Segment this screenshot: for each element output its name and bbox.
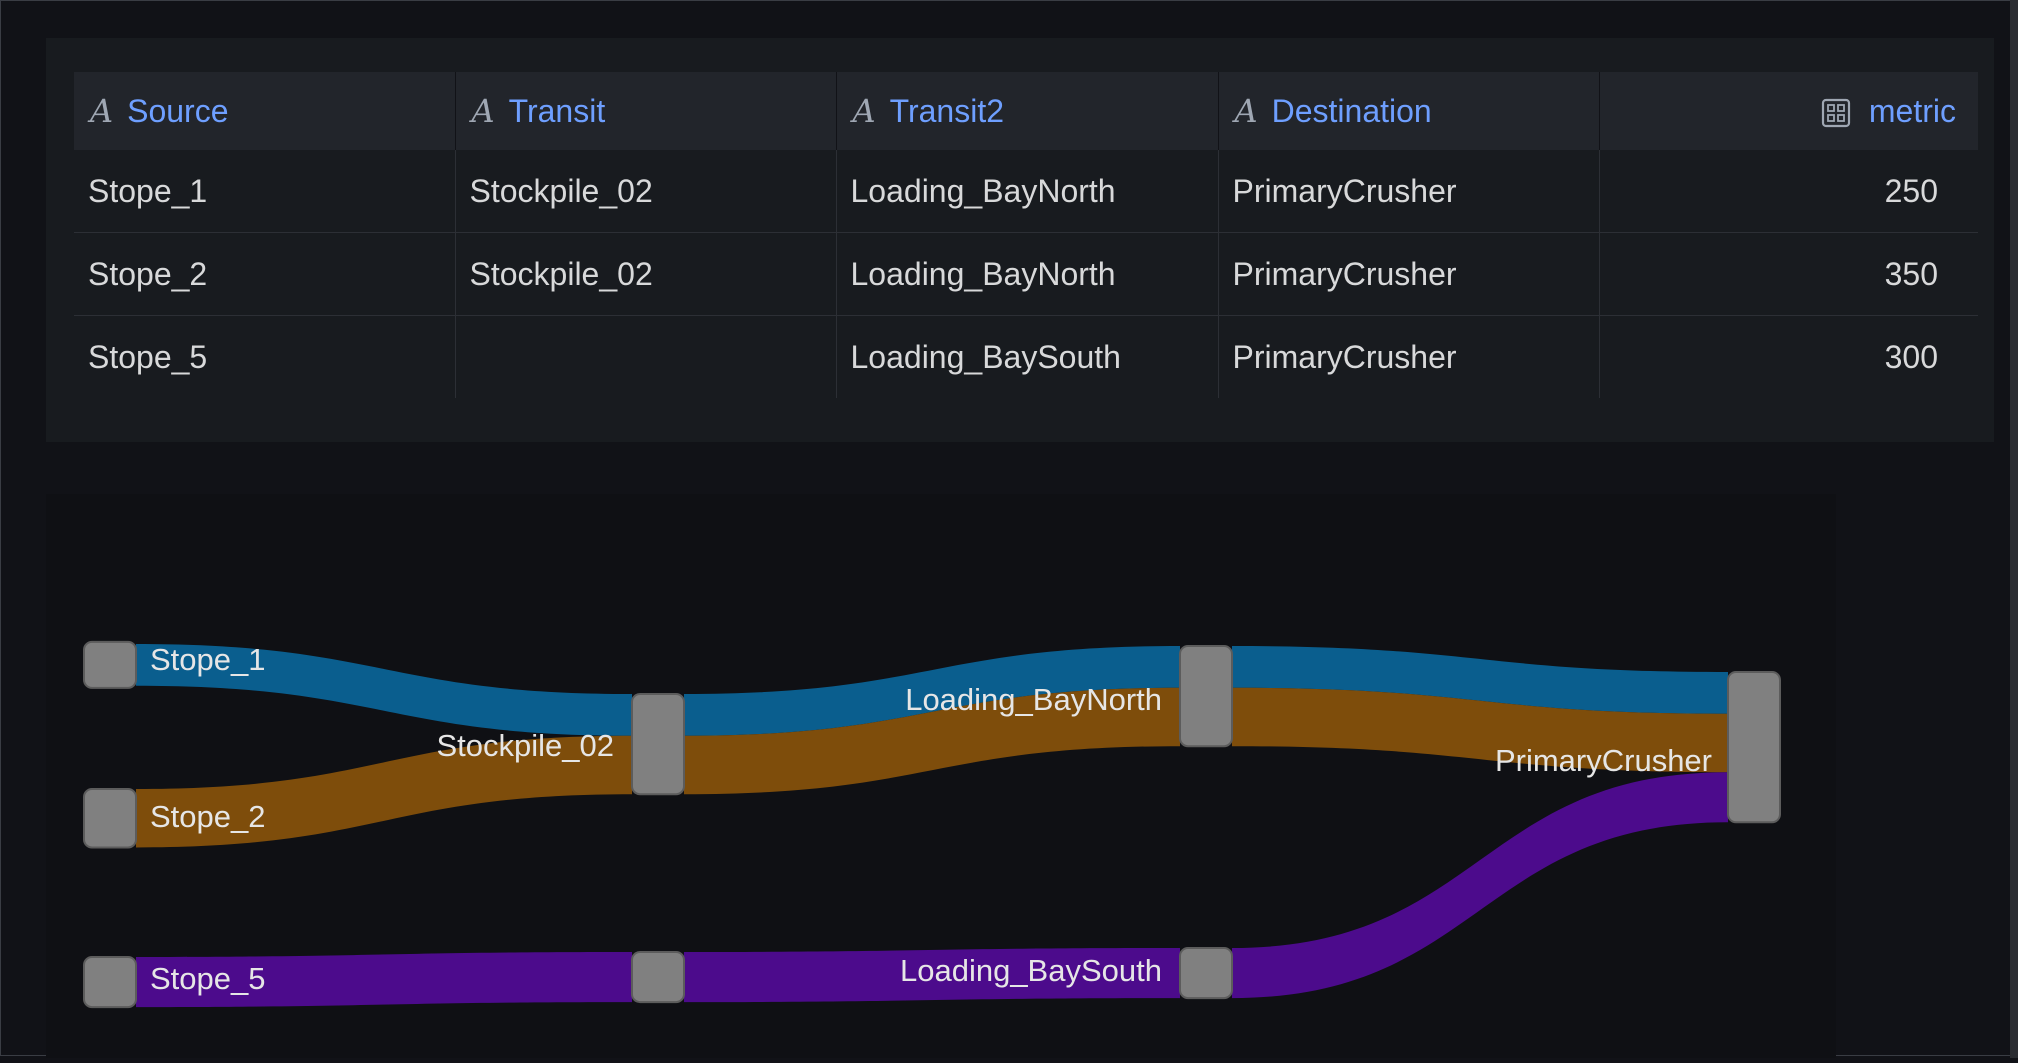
text-type-icon: A bbox=[852, 92, 876, 130]
table-cell: Stope_1 bbox=[74, 150, 456, 233]
sankey-link[interactable] bbox=[684, 687, 1180, 795]
table-cell: 350 bbox=[1599, 232, 1978, 316]
table-row: Stope_5 Loading_BaySouth PrimaryCrusher … bbox=[74, 315, 1978, 398]
sankey-link[interactable] bbox=[1232, 772, 1728, 999]
table-cell: 250 bbox=[1599, 150, 1978, 233]
sankey-node[interactable] bbox=[1179, 947, 1233, 1000]
table-cell: Stockpile_02 bbox=[455, 150, 837, 233]
sankey-node[interactable] bbox=[1727, 671, 1781, 824]
sankey-node-label: Stope_2 bbox=[150, 799, 266, 834]
table-cell: Stope_5 bbox=[74, 315, 456, 398]
table-cell: PrimaryCrusher bbox=[1218, 150, 1600, 233]
sankey-link[interactable] bbox=[136, 952, 632, 1008]
table-cell: Stope_2 bbox=[74, 232, 456, 316]
sankey-node-label: Stope_1 bbox=[150, 642, 266, 677]
table-cell: Loading_BaySouth bbox=[836, 315, 1219, 398]
sankey-link[interactable] bbox=[684, 646, 1180, 736]
sankey-node-label: PrimaryCrusher bbox=[1495, 743, 1712, 778]
sankey-node-label: Loading_BayNorth bbox=[905, 682, 1162, 717]
table-cell: Stockpile_02 bbox=[455, 232, 837, 316]
text-type-icon: A bbox=[471, 92, 495, 130]
table-cell: Loading_BayNorth bbox=[836, 232, 1219, 316]
text-type-icon: A bbox=[90, 92, 114, 130]
sankey-node-label: Stockpile_02 bbox=[436, 728, 614, 763]
table-row: Stope_2 Stockpile_02 Loading_BayNorth Pr… bbox=[74, 232, 1978, 316]
column-header-metric[interactable]: metric bbox=[1599, 72, 1978, 150]
sankey-link[interactable] bbox=[136, 735, 632, 848]
sankey-node[interactable] bbox=[631, 693, 685, 796]
sankey-link[interactable] bbox=[684, 948, 1180, 1003]
scrollbar-edge[interactable] bbox=[2010, 0, 2018, 1058]
text-type-icon: A bbox=[1234, 92, 1258, 130]
sankey-node-label: Stope_5 bbox=[150, 961, 266, 996]
table-cell: PrimaryCrusher bbox=[1218, 315, 1600, 398]
table-cell: Loading_BayNorth bbox=[836, 150, 1219, 233]
table-cell: 300 bbox=[1884, 338, 1938, 375]
sankey-node[interactable] bbox=[83, 788, 137, 849]
sankey-chart: Stope_1Stope_2Stope_5Stockpile_02Loading… bbox=[83, 640, 1781, 1009]
sankey-link[interactable] bbox=[1232, 646, 1728, 714]
number-type-icon bbox=[1821, 98, 1850, 128]
table-cell: PrimaryCrusher bbox=[1218, 232, 1600, 316]
sankey-node[interactable] bbox=[631, 951, 685, 1004]
sankey-node[interactable] bbox=[83, 640, 137, 689]
sankey-node-label: Loading_BaySouth bbox=[900, 953, 1162, 988]
sankey-link[interactable] bbox=[136, 644, 632, 736]
table-row: Stope_1 Stockpile_02 Loading_BayNorth Pr… bbox=[74, 150, 1978, 233]
sankey-link[interactable] bbox=[1232, 687, 1728, 773]
table-cell bbox=[455, 315, 837, 398]
sankey-node[interactable] bbox=[83, 956, 137, 1009]
sankey-node[interactable] bbox=[1179, 645, 1233, 748]
